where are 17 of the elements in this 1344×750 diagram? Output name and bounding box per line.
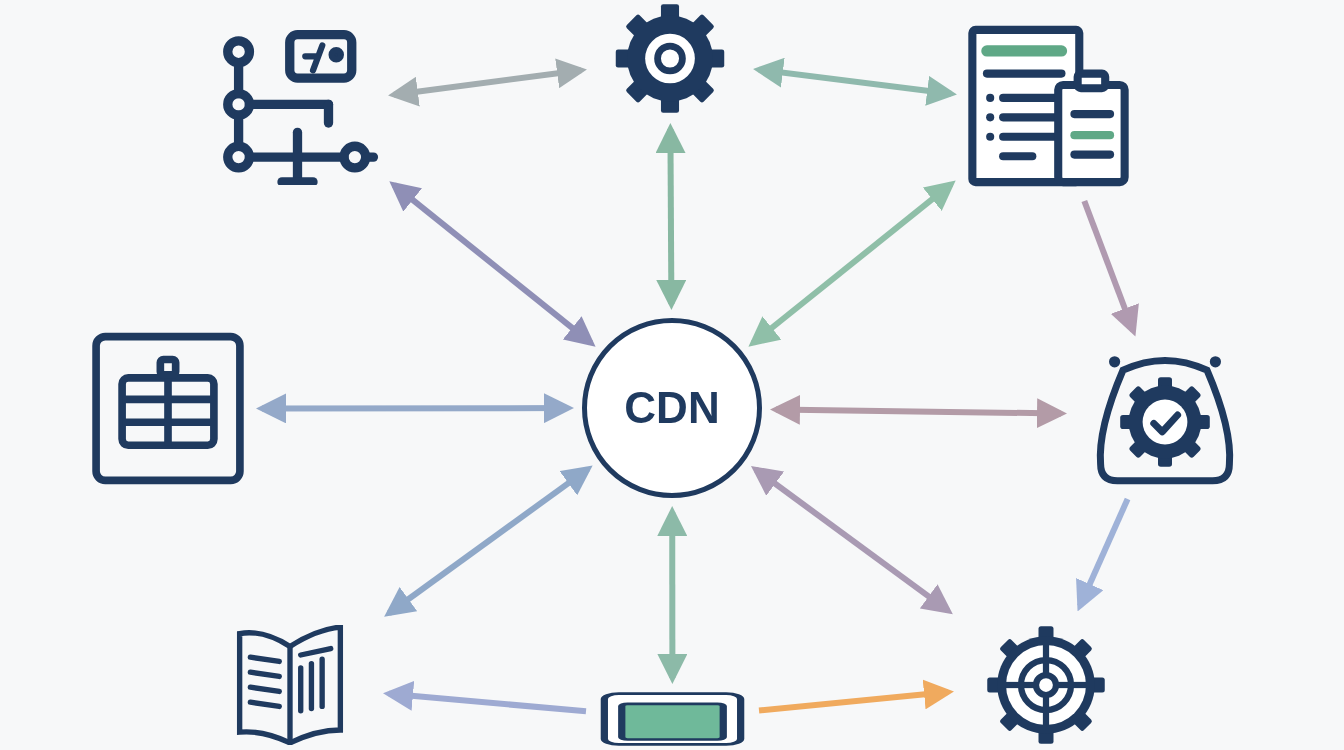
arrow xyxy=(748,180,956,347)
arrow xyxy=(384,465,593,617)
arrow xyxy=(655,123,687,310)
documents-icon xyxy=(965,25,1132,187)
arrow xyxy=(383,681,587,715)
arrow xyxy=(256,393,574,424)
arrow xyxy=(753,57,957,106)
monitor-icon xyxy=(600,692,745,746)
arrow xyxy=(388,58,587,107)
arrow xyxy=(389,181,596,347)
arrow xyxy=(758,679,954,714)
hub-circle: CDN xyxy=(582,318,762,498)
arrow xyxy=(770,394,1067,429)
arrow xyxy=(1076,497,1131,612)
arrow xyxy=(750,465,953,615)
arrow xyxy=(657,506,688,684)
arrow xyxy=(1081,199,1139,337)
